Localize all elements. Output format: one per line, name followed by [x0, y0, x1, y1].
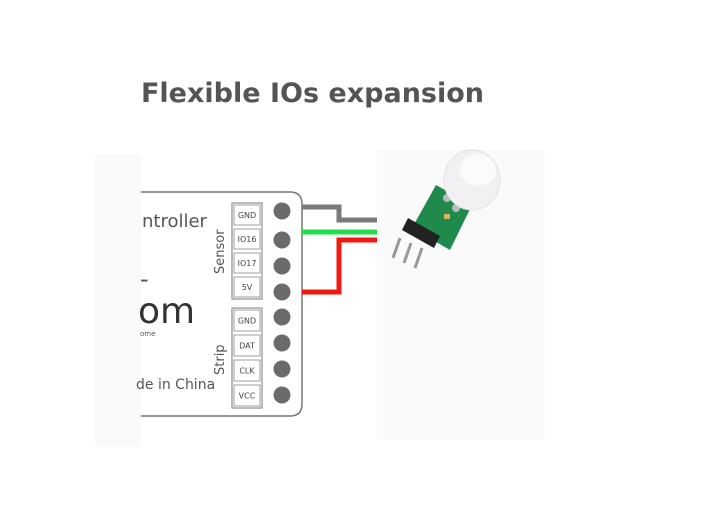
pin-hole-sensor-5v [273, 283, 291, 301]
pin-label-sensor-gnd: GND [238, 211, 256, 220]
left-panel [95, 155, 141, 447]
pin-hole-strip-vcc [273, 386, 291, 404]
board-name-text: ntroller [142, 211, 208, 232]
pin-label-box [233, 276, 261, 298]
pin-hole-strip-gnd [273, 308, 291, 326]
pin-label-box [233, 252, 261, 274]
board-dash-text: - [140, 265, 149, 293]
pin-label-box [233, 384, 261, 407]
pin-hole-strip-dat [273, 334, 291, 352]
pin-label-strip-clk: CLK [239, 367, 255, 376]
pin-hole-sensor-io16 [273, 231, 291, 249]
brand-sub-text: ome [140, 330, 155, 338]
pin-label-box [233, 309, 261, 332]
pin-label-box [233, 359, 261, 382]
pin-hole-sensor-io17 [273, 257, 291, 275]
pin-label-strip-gnd: GND [238, 317, 256, 326]
pin-label-strip-dat: DAT [239, 342, 255, 351]
diagram-title: Flexible IOs expansion [140, 78, 485, 109]
wire-gnd [302, 204, 377, 223]
pin-label-sensor-io17: IO17 [238, 259, 257, 268]
pin-hole-strip-clk [273, 360, 291, 378]
pin-label-box [233, 204, 261, 226]
pin-hole-sensor-gnd [273, 202, 291, 220]
sensor-group-label: Sensor [213, 229, 228, 274]
pin-label-sensor-io16: IO16 [238, 235, 257, 244]
pin-label-strip-vcc: VCC [239, 392, 256, 401]
brand-text: om [138, 291, 195, 332]
pin-label-box [233, 334, 261, 357]
made-in-text: de in China [136, 377, 215, 393]
pin-label-box [233, 228, 261, 250]
pir-sensor-icon [391, 149, 501, 269]
strip-group-label: Strip [213, 344, 228, 375]
pin-label-sensor-5v: 5V [242, 283, 253, 292]
wire-power [302, 237, 377, 295]
